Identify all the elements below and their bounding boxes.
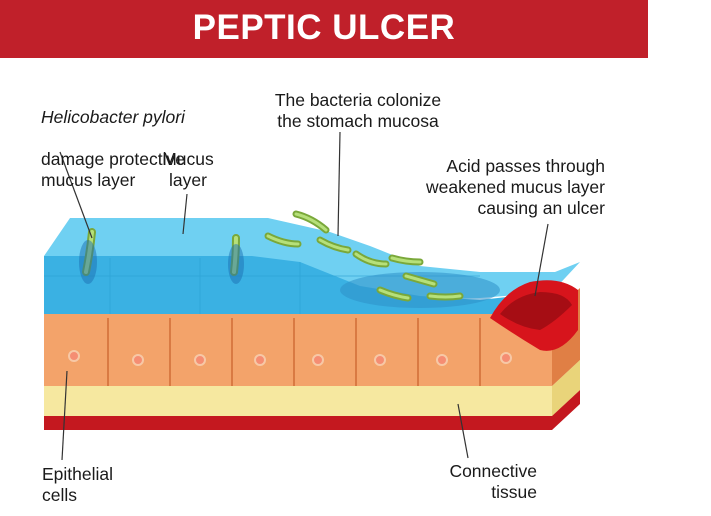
label-epithelial-cells: Epithelial cells <box>42 464 114 505</box>
epithelial-cell-nuclei <box>68 350 512 366</box>
title-banner <box>0 0 648 58</box>
bacteria-colony <box>264 210 464 302</box>
label-bacteria-colonize: The bacteria colonize the stomach mucosa <box>274 90 442 131</box>
epithelial-layer <box>44 314 552 386</box>
h-pylori-bacteria <box>79 228 244 284</box>
epithelial-cell-dividers <box>107 318 481 386</box>
connective-tissue-layer <box>44 386 552 416</box>
leader-lines <box>59 131 549 461</box>
label-h-pylori: Helicobacter pylori damage protective mu… <box>41 86 185 191</box>
label-connective-tissue: Connective tissue <box>449 461 537 502</box>
label-h-pylori-species: Helicobacter pylori <box>41 107 185 127</box>
label-acid-passes: Acid passes through weakened mucus layer… <box>426 156 605 218</box>
label-h-pylori-text: damage protective mucus layer <box>41 149 185 190</box>
diagram-title: PEPTIC ULCER <box>192 8 456 47</box>
label-mucus-layer: Mucus layer <box>162 149 214 190</box>
